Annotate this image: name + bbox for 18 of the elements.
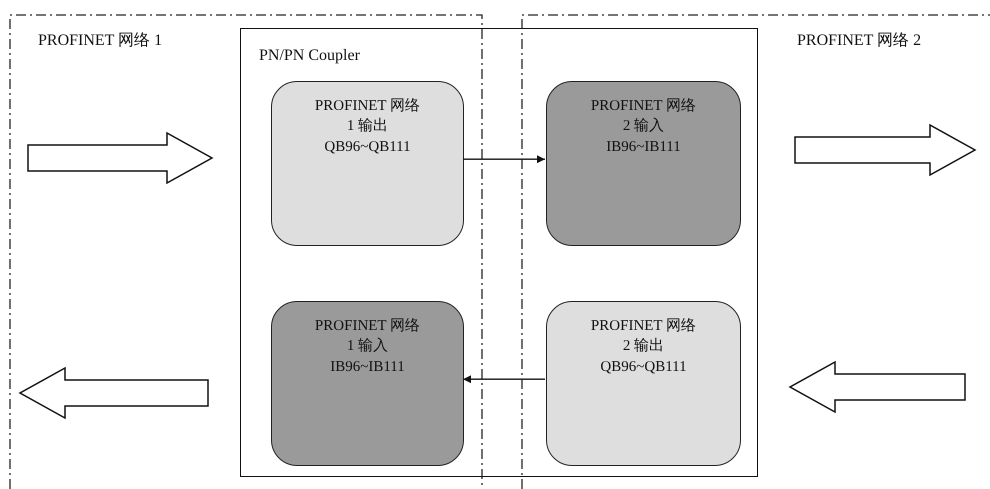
arrow: [463, 375, 545, 384]
io-area-box: [546, 81, 741, 246]
network-label: PROFINET 网络 2: [797, 31, 922, 50]
io-area-text: IB96~IB111: [329, 358, 406, 376]
io-area-box: [271, 81, 464, 246]
io-area-text: QB96~QB111: [323, 138, 412, 156]
io-area-text: PROFINET 网络 1 输出: [314, 97, 422, 136]
io-area-text: IB96~IB111: [605, 138, 682, 156]
io-area-text: PROFINET 网络 2 输入: [590, 97, 698, 136]
io-area-text: PROFINET 网络 1 输入: [314, 317, 422, 356]
io-area-text: QB96~QB111: [599, 358, 688, 376]
network-label: PROFINET 网络 1: [38, 31, 162, 50]
arrow: [463, 155, 545, 164]
io-area-text: PROFINET 网络 2 输出: [590, 317, 698, 356]
io-area-box: [546, 301, 741, 466]
device-title: PN/PN Coupler: [259, 46, 360, 66]
coupler-box: [240, 28, 758, 477]
io-area-box: [271, 301, 464, 466]
